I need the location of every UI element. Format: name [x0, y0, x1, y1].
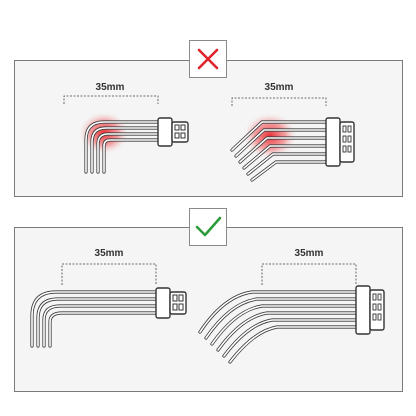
dimension-label-top-right: 35mm	[264, 82, 294, 93]
cross-icon-badge	[189, 40, 227, 78]
correct-bend-panel	[14, 227, 403, 392]
dimension-bracket-top-right	[231, 97, 327, 106]
dimension-label-top-left: 35mm	[95, 82, 125, 93]
cable-highlights-bottom-left	[31, 291, 161, 347]
dimension-bracket-top-left	[63, 95, 159, 104]
dimension-bracket-bottom-right	[261, 263, 357, 285]
cable-highlights-right	[231, 121, 331, 181]
dimension-label-bottom-right: 35mm	[294, 248, 324, 259]
check-icon-badge	[189, 208, 227, 246]
cable-highlights-left	[85, 121, 159, 173]
dimension-label-bottom-left: 35mm	[94, 248, 124, 259]
connector-left-bottom	[155, 287, 187, 319]
dimension-bracket-bottom-left	[61, 263, 157, 285]
connector-right-top	[325, 117, 355, 167]
connector-left-top	[157, 117, 189, 147]
cross-icon	[197, 48, 219, 70]
check-icon	[195, 216, 222, 237]
connector-right-bottom	[355, 285, 385, 335]
cable-highlights-bottom-right	[199, 291, 361, 363]
